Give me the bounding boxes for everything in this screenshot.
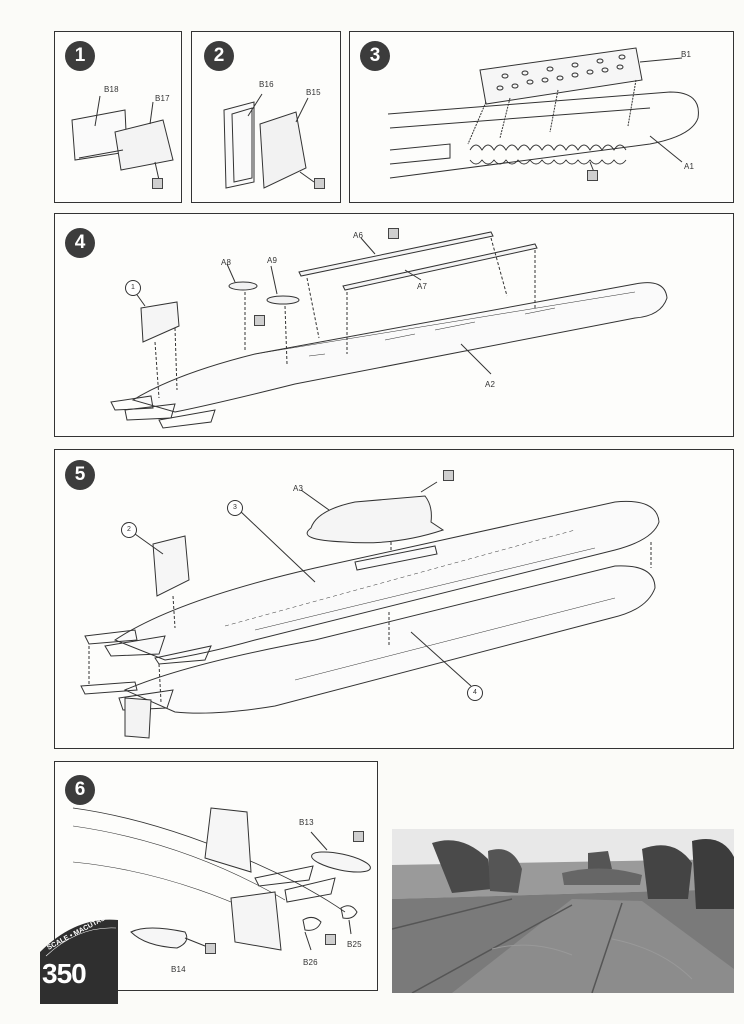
subassembly-callout-4: 4 xyxy=(467,685,483,701)
part-label-a9: A9 xyxy=(267,256,278,265)
step-2-number: 2 xyxy=(204,41,234,71)
part-label-b15: B15 xyxy=(306,88,321,97)
subassembly-callout-2: 2 xyxy=(121,522,137,538)
part-label-b1: B1 xyxy=(681,50,692,59)
subassembly-callout: 1 xyxy=(125,280,141,296)
step-5-number: 5 xyxy=(65,460,95,490)
step-1-number: 1 xyxy=(65,41,95,71)
part-label-a7: A7 xyxy=(417,282,428,291)
part-label-b17: B17 xyxy=(155,94,170,103)
glue-icon xyxy=(254,315,265,326)
step-2-panel: 2 B16 B15 xyxy=(191,31,341,203)
part-label-b14: B14 xyxy=(171,965,186,974)
step-4-number: 4 xyxy=(65,228,95,258)
part-label-a8: A8 xyxy=(221,258,232,267)
step-4-drawing xyxy=(110,231,668,429)
scale-badge xyxy=(40,919,118,1004)
glue-icon xyxy=(205,943,216,954)
glue-icon xyxy=(325,934,336,945)
glue-icon xyxy=(587,170,598,181)
badge-scale-number: 350 xyxy=(42,958,87,989)
part-label-a1: A1 xyxy=(684,162,695,171)
part-label-a6: A6 xyxy=(353,231,364,240)
step-1-panel: 1 B18 B17 xyxy=(54,31,182,203)
step-3-drawing xyxy=(387,47,699,179)
part-label-b18: B18 xyxy=(104,85,119,94)
glue-icon xyxy=(388,228,399,239)
glue-icon xyxy=(314,178,325,189)
step-3-number: 3 xyxy=(360,41,390,71)
submarine-photo xyxy=(392,829,734,993)
part-label-b26: B26 xyxy=(303,958,318,967)
part-label-a3: A3 xyxy=(293,484,304,493)
step-5-drawing xyxy=(80,481,660,739)
step-6-drawing xyxy=(72,807,371,951)
step-6-number: 6 xyxy=(65,775,95,805)
part-label-b25: B25 xyxy=(347,940,362,949)
step-4-panel: 4 xyxy=(54,213,734,437)
glue-icon xyxy=(152,178,163,189)
step-5-panel: 5 xyxy=(54,449,734,749)
glue-icon xyxy=(353,831,364,842)
glue-icon xyxy=(443,470,454,481)
part-label-b13: B13 xyxy=(299,818,314,827)
subassembly-callout-3: 3 xyxy=(227,500,243,516)
part-label-a2: A2 xyxy=(485,380,496,389)
step-1-drawing xyxy=(71,95,174,181)
step-2-drawing xyxy=(223,93,315,189)
step-3-panel: 3 xyxy=(349,31,734,203)
part-label-b16: B16 xyxy=(259,80,274,89)
